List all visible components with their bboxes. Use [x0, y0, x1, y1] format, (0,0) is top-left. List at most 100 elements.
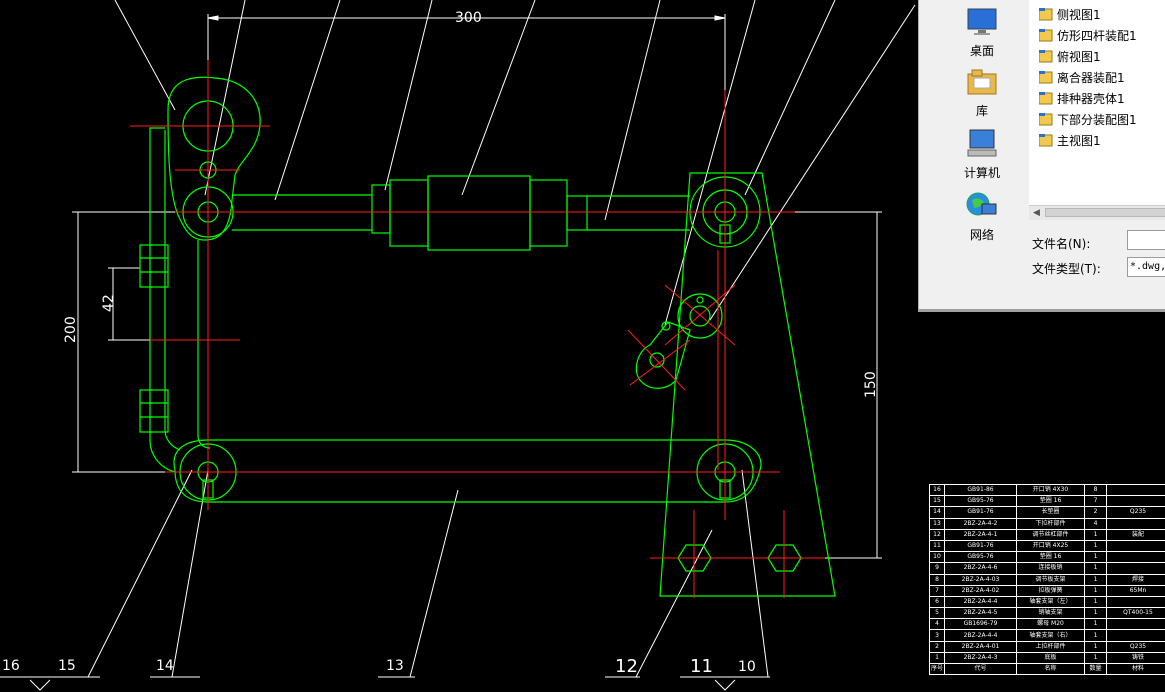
filetype-select[interactable]: *.dwg,: [1127, 257, 1165, 277]
parts-cell: 2BZ-2A-4-4: [944, 629, 1017, 642]
parts-cell: GB91-86: [944, 483, 1017, 497]
parts-cell: [1106, 539, 1165, 553]
file-item[interactable]: 主视图1: [1038, 130, 1101, 150]
parts-cell: 1: [1084, 607, 1107, 620]
balloon-14: 14: [156, 658, 174, 674]
parts-cell: 材料: [1106, 662, 1165, 676]
parts-cell: 名称: [1016, 662, 1085, 676]
parts-cell: 15: [929, 495, 945, 508]
parts-cell: Q235: [1106, 506, 1165, 519]
parts-cell: 螺母 M20: [1016, 618, 1085, 631]
parts-cell: 2BZ-2A-4-4: [944, 595, 1017, 609]
parts-cell: 开口销 4X30: [1016, 483, 1085, 497]
file-item[interactable]: 侧视图1: [1038, 4, 1101, 24]
parts-cell: 4: [929, 618, 945, 631]
parts-cell: 焊接: [1106, 573, 1165, 586]
parts-cell: 65Mn: [1106, 584, 1165, 597]
parts-cell: [1106, 595, 1165, 609]
place-label: 计算机: [963, 166, 1000, 180]
parts-cell: 8: [1084, 483, 1107, 497]
parts-cell: 2BZ-2A-4-3: [944, 651, 1017, 665]
parts-cell: GB95-76: [944, 495, 1017, 508]
dwg-file-icon: [1038, 70, 1053, 84]
file-item[interactable]: 离合器装配1: [1038, 67, 1125, 87]
parts-cell: 1: [1084, 584, 1107, 597]
place-network[interactable]: 网络: [949, 190, 1015, 243]
parts-cell: 11: [929, 539, 945, 553]
parts-cell: 销轴支架: [1016, 607, 1085, 620]
leader-lines: [0, 0, 916, 691]
parts-cell: 7: [929, 584, 945, 597]
parts-cell: 轴套支架（右）: [1016, 629, 1085, 642]
balloon-10: 10: [738, 659, 756, 675]
place-computer[interactable]: 计算机: [949, 128, 1015, 181]
dwg-file-icon: [1038, 28, 1053, 42]
parts-cell: 上拉杆部件: [1016, 640, 1085, 653]
centerlines: [130, 60, 825, 598]
parts-cell: [1106, 551, 1165, 564]
dwg-file-icon: [1038, 91, 1053, 105]
desktop-icon: [966, 6, 998, 38]
place-label: 库: [975, 104, 988, 118]
parts-cell: 14: [929, 506, 945, 519]
dwg-file-icon: [1038, 133, 1053, 147]
file-name: 排种器壳体1: [1057, 91, 1125, 106]
parts-cell: 6: [929, 595, 945, 609]
parts-cell: GB91-76: [944, 506, 1017, 519]
file-item[interactable]: 排种器壳体1: [1038, 88, 1125, 108]
parts-cell: 2BZ-2A-4-2: [944, 517, 1017, 530]
parts-cell: 1: [1084, 595, 1107, 609]
file-item[interactable]: 仿形四杆装配1: [1038, 25, 1137, 45]
file-name: 离合器装配1: [1057, 70, 1125, 85]
scroll-left-icon[interactable]: ◀: [1033, 208, 1040, 218]
file-name: 俯视图1: [1057, 49, 1101, 64]
parts-cell: [1106, 495, 1165, 508]
parts-cell: [1106, 517, 1165, 530]
parts-cell: 16: [929, 483, 945, 497]
place-label: 网络: [969, 228, 994, 242]
parts-cell: 2: [929, 640, 945, 653]
parts-cell: 1: [1084, 651, 1107, 665]
dim-height-left-text: 200: [63, 316, 79, 343]
parts-cell: 调节板支架: [1016, 573, 1085, 586]
parts-cell: 1: [1084, 562, 1107, 575]
balloon-13: 13: [386, 658, 404, 674]
parts-cell: 调节丝杠部件: [1016, 528, 1085, 541]
file-item[interactable]: 下部分装配图1: [1038, 109, 1137, 129]
parts-cell: 下拉杆部件: [1016, 517, 1085, 530]
parts-cell: 垫圈 16: [1016, 495, 1085, 508]
place-label: 桌面: [969, 44, 994, 58]
file-list-hscrollbar[interactable]: ◀: [1029, 205, 1165, 220]
place-desktop[interactable]: 桌面: [949, 6, 1015, 59]
file-list[interactable]: 侧视图1 仿形四杆装配1 俯视图1 离合器装配1 排种器壳体1 下部分装配图1 …: [1029, 0, 1165, 205]
file-name: 仿形四杆装配1: [1057, 28, 1137, 43]
parts-cell: [1106, 618, 1165, 631]
file-item[interactable]: 俯视图1: [1038, 46, 1101, 66]
linkage-geometry: [139, 76, 836, 597]
parts-cell: GB95-76: [944, 551, 1017, 564]
parts-row: 序号代号名称数量材料: [929, 662, 1165, 676]
parts-cell: 垫圈 16: [1016, 551, 1085, 564]
parts-cell: [1106, 629, 1165, 642]
parts-cell: 铸铁: [1106, 651, 1165, 665]
parts-cell: 长垫圈: [1016, 506, 1085, 519]
parts-cell: 轴套支架（左）: [1016, 595, 1085, 609]
balloon-16: 16: [2, 658, 20, 674]
filename-input[interactable]: [1127, 230, 1165, 250]
dwg-file-icon: [1038, 7, 1053, 21]
place-library[interactable]: 库: [949, 66, 1015, 119]
parts-cell: 1: [1084, 640, 1107, 653]
parts-cell: Q235: [1106, 640, 1165, 653]
scroll-thumb[interactable]: [1045, 208, 1165, 217]
parts-cell: 2BZ-2A-4-5: [944, 607, 1017, 620]
places-bar: 桌面 库 计算机 网络: [919, 0, 1027, 310]
